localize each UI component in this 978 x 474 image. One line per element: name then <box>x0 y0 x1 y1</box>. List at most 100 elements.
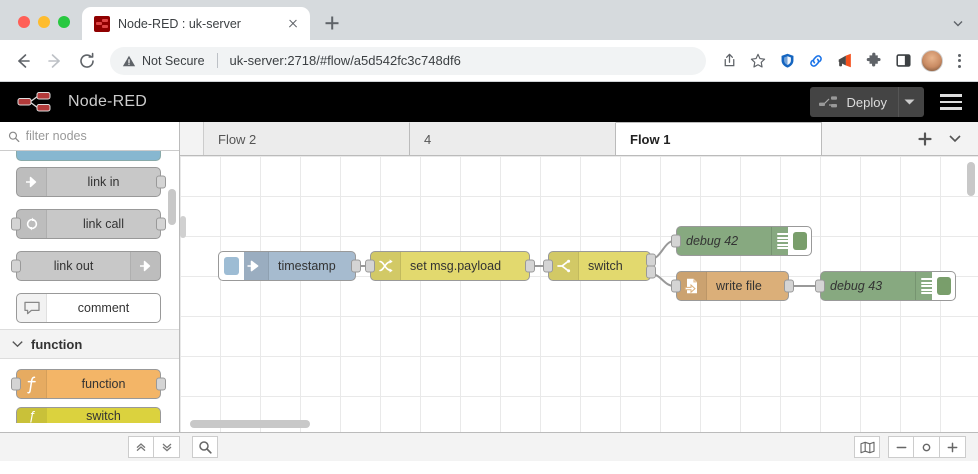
input-port[interactable] <box>543 259 553 273</box>
chevron-down-icon <box>12 341 23 348</box>
canvas-node-write-file[interactable]: write file <box>671 271 794 301</box>
new-tab-button[interactable] <box>318 9 346 37</box>
deploy-options-chevron-down-icon[interactable] <box>898 87 920 117</box>
palette-node-comment[interactable]: comment <box>16 293 161 323</box>
deploy-button[interactable]: Deploy <box>809 87 924 117</box>
palette-node-label: link in <box>87 175 120 189</box>
flow-tab-flow-2[interactable]: Flow 2 <box>204 122 410 155</box>
close-tab-icon[interactable] <box>284 15 302 33</box>
input-port[interactable] <box>11 259 21 273</box>
back-icon[interactable] <box>8 46 38 76</box>
profile-avatar[interactable] <box>921 49 943 72</box>
switch-branch-icon: ƒ <box>17 408 47 423</box>
flow-tab-4[interactable]: 4 <box>410 122 616 155</box>
hamburger-menu-icon[interactable] <box>936 87 966 117</box>
not-secure-label: Not Secure <box>142 53 205 68</box>
palette-row: link call <box>0 203 179 245</box>
node-label: timestamp <box>278 259 336 273</box>
chrome-menu-icon[interactable] <box>948 50 970 72</box>
output-port-1[interactable] <box>646 253 656 267</box>
canvas-left-edge-handle[interactable] <box>180 216 186 238</box>
debug-toggle-button[interactable] <box>788 226 812 256</box>
input-port[interactable] <box>671 279 681 293</box>
map-navigator-icon[interactable] <box>854 436 880 458</box>
chevrons-down-icon[interactable] <box>154 436 180 458</box>
puzzle-extensions-icon[interactable] <box>861 48 887 74</box>
browser-tab[interactable]: Node-RED : uk-server <box>82 7 310 40</box>
inject-trigger-button[interactable] <box>218 251 244 281</box>
palette-node-list: link in link call link out <box>0 151 179 432</box>
output-port[interactable] <box>156 175 166 189</box>
canvas-horizontal-scrollbar[interactable] <box>190 420 310 428</box>
input-port[interactable] <box>671 234 681 248</box>
palette-node-link-in[interactable]: link in <box>16 167 166 197</box>
palette-node-function[interactable]: function <box>11 369 166 399</box>
node-label: debug 42 <box>686 234 739 248</box>
search-flows-button[interactable] <box>192 436 218 458</box>
link-out-icon <box>130 252 160 280</box>
browser-action-icons <box>714 48 970 74</box>
flow-tab-actions <box>822 122 978 155</box>
tab-search-chevron-down-icon[interactable] <box>950 15 966 31</box>
palette-search-box[interactable] <box>0 122 179 151</box>
output-port[interactable] <box>351 259 361 273</box>
canvas-node-set-msg-payload[interactable]: set msg.payload <box>365 251 535 281</box>
not-secure-indicator[interactable]: Not Secure <box>122 54 205 68</box>
output-port[interactable] <box>525 259 535 273</box>
status-bar <box>0 432 978 461</box>
zoom-in-icon[interactable] <box>940 436 966 458</box>
output-port[interactable] <box>156 377 166 391</box>
canvas-node-switch[interactable]: switch <box>543 251 656 281</box>
output-port[interactable] <box>784 279 794 293</box>
chevrons-up-icon[interactable] <box>128 436 154 458</box>
side-panel-icon[interactable] <box>890 48 916 74</box>
minimize-window-button[interactable] <box>38 16 50 28</box>
omnibox-divider <box>216 53 218 68</box>
debug-toggle-button[interactable] <box>932 271 956 301</box>
input-port[interactable] <box>11 217 21 231</box>
close-window-button[interactable] <box>18 16 30 28</box>
add-flow-plus-icon[interactable] <box>912 126 938 152</box>
canvas-vertical-scrollbar[interactable] <box>967 162 975 196</box>
input-port[interactable] <box>815 279 825 293</box>
canvas-node-timestamp[interactable]: timestamp <box>218 251 361 281</box>
warning-triangle-icon <box>122 55 136 66</box>
zoom-reset-icon[interactable] <box>914 436 940 458</box>
maximize-window-button[interactable] <box>58 16 70 28</box>
palette-node-link-call[interactable]: link call <box>11 209 166 239</box>
node-palette: link in link call link out <box>0 122 180 432</box>
nodered-brand-label: Node-RED <box>68 93 147 110</box>
inject-arrow-icon <box>239 252 269 280</box>
function-icon <box>17 370 47 398</box>
browser-tab-title: Node-RED : uk-server <box>118 16 241 31</box>
palette-node-clipped-bottom[interactable]: ƒ switch <box>16 407 161 423</box>
output-port-2[interactable] <box>646 265 656 279</box>
zoom-out-icon[interactable] <box>888 436 914 458</box>
forward-icon[interactable] <box>40 46 70 76</box>
browser-tab-strip: Node-RED : uk-server <box>0 0 978 40</box>
share-icon[interactable] <box>716 48 742 74</box>
flow-canvas[interactable]: timestamp set msg.payload switch <box>180 156 978 432</box>
address-bar-url: uk-server:2718/#flow/a5d542fc3c748df6 <box>229 53 461 68</box>
input-port[interactable] <box>11 377 21 391</box>
shield-extension-icon[interactable] <box>774 48 800 74</box>
bookmark-star-icon[interactable] <box>745 48 771 74</box>
filter-nodes-input[interactable] <box>25 129 171 143</box>
palette-node-link-out[interactable]: link out <box>11 251 161 281</box>
canvas-node-debug-42[interactable]: debug 42 <box>671 226 812 256</box>
input-port[interactable] <box>365 259 375 273</box>
deploy-label: Deploy <box>846 94 887 110</box>
reload-icon[interactable] <box>72 46 102 76</box>
flow-list-chevron-down-icon[interactable] <box>942 126 968 152</box>
palette-node-clipped-top[interactable] <box>16 151 161 161</box>
palette-category-function[interactable]: function <box>0 329 179 359</box>
output-port[interactable] <box>156 217 166 231</box>
switch-branch-icon <box>549 252 579 280</box>
link-extension-icon[interactable] <box>803 48 829 74</box>
canvas-node-debug-43[interactable]: debug 43 <box>815 271 956 301</box>
flow-tab-flow-1[interactable]: Flow 1 <box>616 122 822 155</box>
palette-scrollbar[interactable] <box>168 189 176 225</box>
flow-editor: Flow 2 4 Flow 1 <box>180 122 978 432</box>
address-bar[interactable]: Not Secure uk-server:2718/#flow/a5d542fc… <box>110 46 706 75</box>
megaphone-extension-icon[interactable] <box>832 48 858 74</box>
